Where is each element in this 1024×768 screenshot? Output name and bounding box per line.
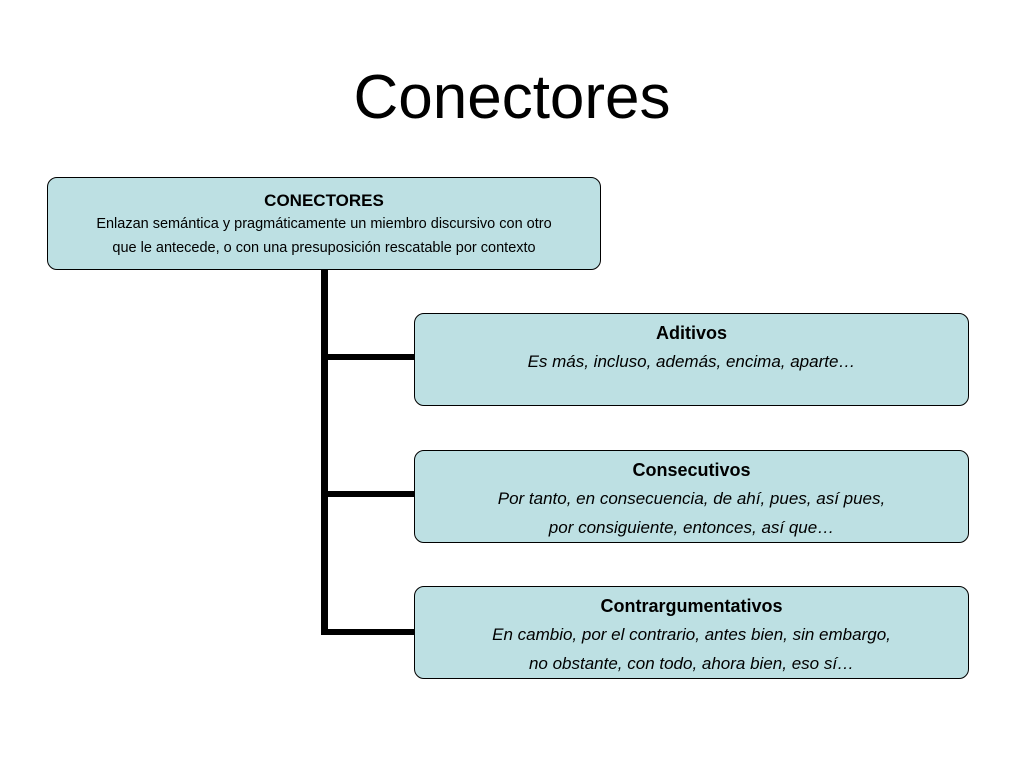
root-node-conectores: CONECTORES Enlazan semántica y pragmátic… [47,177,601,270]
root-node-heading: CONECTORES [264,191,384,210]
connector-trunk [321,269,328,635]
root-node-description-line: Enlazan semántica y pragmáticamente un m… [96,216,552,232]
node-heading: Consecutivos [632,460,751,480]
root-node-description-line: que le antecede, o con una presuposición… [112,240,536,256]
node-consecutivos: Consecutivos Por tanto, en consecuencia,… [414,450,969,543]
node-examples-line: En cambio, por el contrario, antes bien,… [492,625,891,644]
node-heading: Aditivos [655,323,727,343]
node-heading: Contrargumentativos [600,596,783,616]
node-contrargumentativos: Contrargumentativos En cambio, por el co… [414,586,969,679]
node-examples-line: por consiguiente, entonces, así que… [548,518,835,537]
connector-branch-aditivos [321,354,415,360]
connector-branch-consecutivos [321,491,415,497]
node-examples-line: Por tanto, en consecuencia, de ahí, pues… [497,489,886,508]
node-examples-line: Es más, incluso, además, encima, aparte… [527,352,856,371]
connector-branch-contrargumentativos [321,629,415,635]
slide-title: Conectores [353,63,671,132]
node-examples-line: no obstante, con todo, ahora bien, eso s… [528,654,855,673]
node-aditivos: Aditivos Es más, incluso, además, encima… [414,313,969,406]
